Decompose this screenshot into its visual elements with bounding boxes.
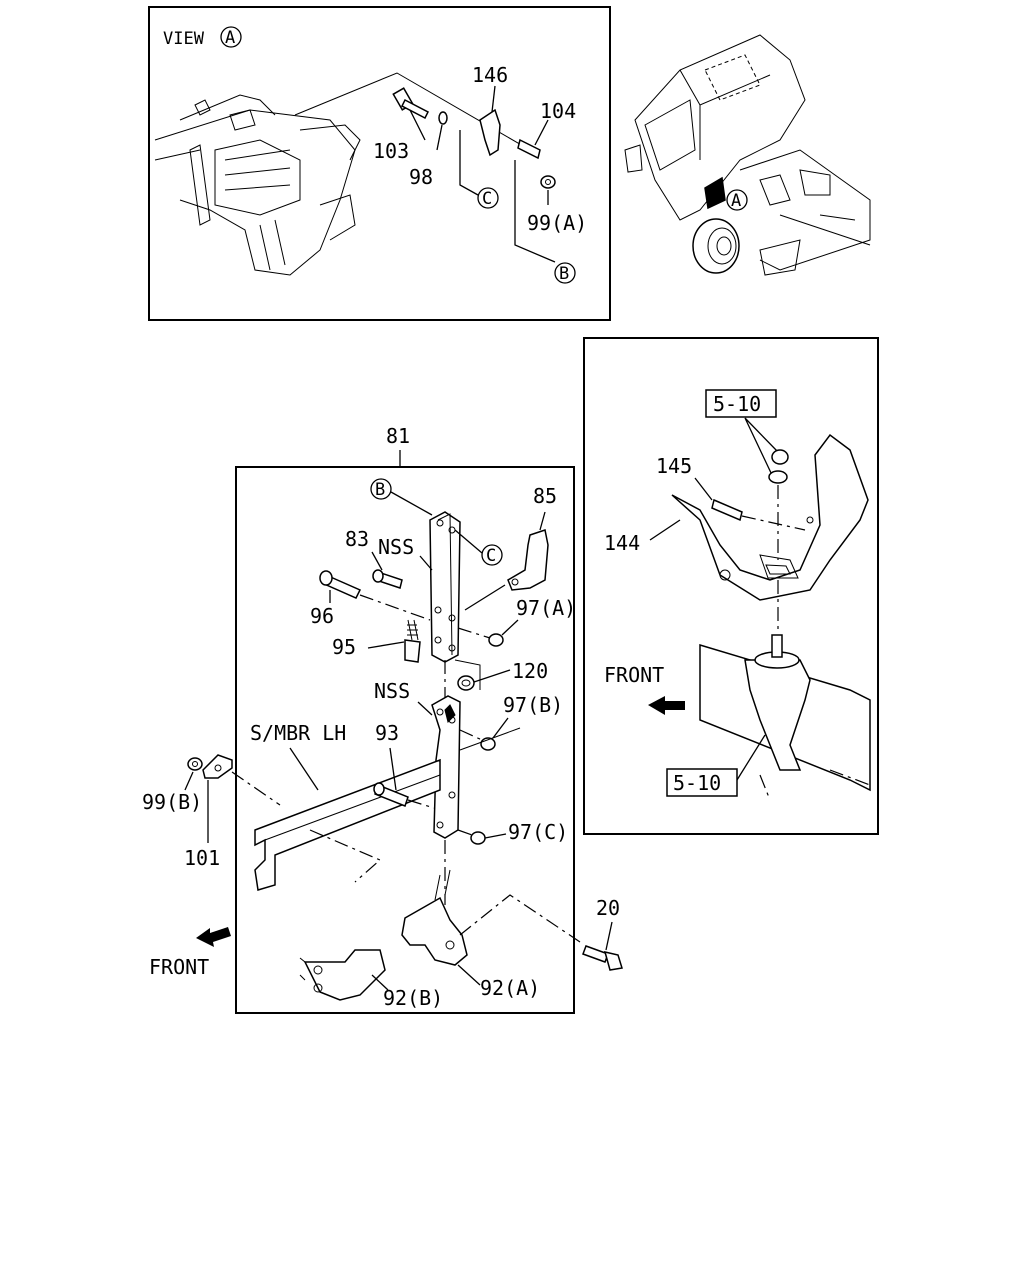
callout-145: 145: [656, 454, 692, 478]
upper-bracket-plate: [429, 511, 461, 663]
callout-81: 81: [386, 424, 410, 448]
view-a-circle-label: A: [225, 28, 235, 48]
callout-103: 103: [373, 139, 409, 163]
bracket-85: [507, 529, 549, 591]
nut-5-10: [771, 449, 789, 465]
callout-99a: 99(A): [527, 211, 587, 235]
callout-83: 83: [345, 527, 369, 551]
callout-95: 95: [332, 635, 356, 659]
rubber-mount: [744, 659, 811, 771]
callout-98: 98: [409, 165, 433, 189]
washer-98: [438, 111, 448, 125]
callout-96: 96: [310, 604, 334, 628]
view-a-panel: VIEW A: [148, 6, 611, 321]
callout-93: 93: [375, 721, 399, 745]
nut-97a: [488, 633, 504, 647]
nut-99b: [187, 757, 203, 771]
bracket-92a: [401, 896, 468, 966]
mount-bracket-144: [671, 433, 869, 601]
front-label-main: FRONT: [149, 955, 209, 979]
callout-92a: 92(A): [480, 976, 540, 1000]
bolt-20: [582, 945, 609, 963]
callout-146: 146: [472, 63, 508, 87]
callout-101: 101: [184, 846, 220, 870]
callout-97a: 97(A): [516, 596, 576, 620]
truck-circle-a: A: [731, 191, 741, 211]
callout-20: 20: [596, 896, 620, 920]
callout-97c: 97(C): [508, 820, 568, 844]
view-a-circle-b: B: [559, 264, 569, 284]
callout-97b: 97(B): [503, 693, 563, 717]
label-side-member: S/MBR LH: [250, 721, 346, 745]
callout-120: 120: [512, 659, 548, 683]
ref-5-10-top: 5-10: [713, 392, 761, 416]
main-circle-c: C: [486, 546, 496, 566]
bolt-103: [392, 87, 430, 120]
engine-sketch: [154, 72, 531, 276]
callout-85: 85: [533, 484, 557, 508]
stud-95: [404, 639, 421, 663]
front-arrow-inset-icon: [648, 696, 685, 715]
washer-5-10: [768, 470, 788, 484]
outside-parts: 99(B) 101 20: [142, 754, 623, 971]
label-nss-upper: NSS: [378, 535, 414, 559]
callout-104: 104: [540, 99, 576, 123]
view-a-title: VIEW: [163, 29, 205, 49]
bolt-104: [517, 138, 541, 160]
washer-120: [457, 675, 475, 691]
engine-mount-panel: 5-10 145 144 FRONT 5-10: [583, 337, 879, 835]
plate-101: [202, 754, 233, 779]
front-label-inset: FRONT: [604, 663, 664, 687]
callout-144: 144: [604, 531, 640, 555]
bolt-145: [711, 498, 743, 522]
bracket-92b: [303, 949, 386, 1001]
main-circle-b: B: [375, 480, 385, 500]
nut-97c: [470, 831, 486, 845]
label-nss-lower: NSS: [374, 679, 410, 703]
lower-bracket-plate: [431, 695, 461, 839]
callout-92b: 92(B): [383, 986, 443, 1010]
view-a-circle-c: C: [482, 189, 492, 209]
bracket-146: [479, 108, 501, 157]
callout-99b: 99(B): [142, 790, 202, 814]
ref-5-10-bottom: 5-10: [673, 771, 721, 795]
side-member-lh: [254, 758, 441, 891]
front-arrow-main-icon: [196, 927, 231, 947]
nut-99a: [540, 175, 556, 189]
truck-sketch: A: [624, 34, 871, 276]
main-assembly-panel: 81 B C 85 83 NSS 96: [149, 424, 581, 1014]
